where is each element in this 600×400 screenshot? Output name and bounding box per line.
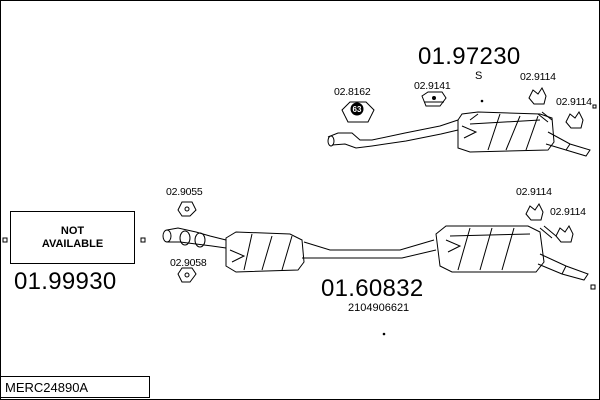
clamp-badge-label: 63 [353, 105, 362, 114]
lower-strap [539, 225, 557, 239]
lower-mount-top [177, 201, 197, 217]
lower-front-muffler [225, 231, 305, 273]
lower-part-number: 01.60832 [321, 275, 424, 302]
label-rubber-mount: 02.9141 [414, 80, 451, 92]
connector-upper-right [592, 104, 597, 109]
front-part-number: 01.99930 [14, 268, 117, 295]
upper-clamp-a [528, 87, 547, 105]
lower-clamp-b [555, 225, 574, 243]
upper-muffler [457, 111, 555, 153]
upper-strap [537, 111, 553, 123]
footer-title-box: MERC24890A [0, 376, 150, 398]
connector-left [2, 237, 8, 243]
label-mount-top: 02.9055 [166, 186, 203, 198]
upper-suffix: S [475, 70, 483, 82]
diagram-title: MERC24890A [5, 380, 89, 395]
upper-tailpipe [545, 131, 591, 157]
upper-rubber-mount [421, 91, 447, 107]
not-available-box: NOT AVAILABLE [10, 211, 135, 264]
label-lower-clamp-a: 02.9114 [516, 186, 552, 198]
lower-rear-muffler [435, 225, 545, 273]
label-lower-clamp-b: 02.9114 [550, 206, 586, 218]
lower-middle-pipe [302, 239, 437, 259]
lower-front-pipes [162, 227, 227, 249]
upper-exhaust-pipe [327, 119, 459, 149]
lower-tailpipe [537, 253, 589, 281]
not-available-line1: NOT [60, 224, 85, 237]
connector-mid [140, 237, 146, 243]
label-hanger-left: 02.8162 [334, 86, 371, 98]
upper-clamp-b [565, 111, 584, 129]
upper-hanger-left [341, 101, 375, 123]
label-upper-clamp-a: 02.9114 [520, 71, 556, 83]
lower-oem-number: 2104906621 [348, 302, 410, 314]
not-available-line2: AVAILABLE [41, 237, 104, 250]
connector-right [590, 284, 596, 290]
lower-clamp-a [525, 203, 544, 221]
label-upper-clamp-b: 02.9114 [556, 96, 592, 108]
label-mount-bottom: 02.9058 [170, 257, 207, 269]
upper-part-number: 01.97230 [418, 43, 521, 70]
lower-mount-bottom [177, 267, 197, 283]
